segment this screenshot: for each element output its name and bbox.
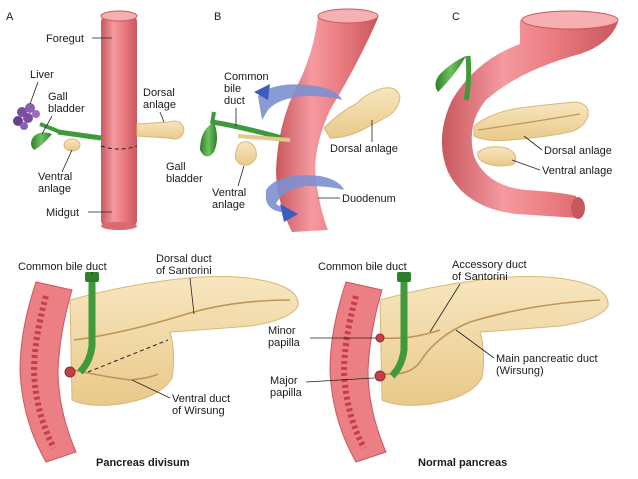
gall-bladder-b: [200, 122, 217, 157]
dorsal-duct-divisum: [73, 299, 291, 341]
main-duct-normal-label-1: Main pancreatic duct: [496, 353, 598, 365]
bile-duct-a: [57, 129, 102, 141]
major-papilla-divisum: [64, 366, 76, 378]
common-bile-duct-b-label-3: duct: [224, 95, 245, 107]
ventral-anlage-b-label-1: Ventral: [212, 187, 246, 199]
gall-bladder-c: [435, 56, 466, 92]
ventral-anlage-b-label-2: anlage: [212, 199, 245, 211]
gall-bladder-a-label-2: bladder: [48, 103, 85, 115]
dorsal-anlage-a-label-2: anlage: [143, 99, 176, 111]
dorsal-duct-divisum-label-1: Dorsal duct: [156, 253, 212, 265]
accessory-duct-normal-label-2: of Santorini: [452, 271, 508, 283]
gall-bladder-b-label-1: Gall: [166, 161, 186, 173]
common-bile-duct-normal-cap: [397, 272, 411, 282]
duodenum-c-end: [571, 197, 585, 219]
duodenum-c-top: [521, 10, 619, 30]
gut-tube-a-bottom: [101, 222, 137, 230]
ventral-anlage-c-label: Ventral anlage: [542, 165, 612, 177]
panel-b-letter: B: [214, 11, 221, 23]
normal-pancreas-panel: Common bile duct Accessory duct of Santo…: [268, 259, 609, 469]
pancreas-divisum-panel: Common bile duct Dorsal duct of Santorin…: [18, 253, 299, 469]
pancreas-body-normal: [379, 275, 609, 406]
common-bile-duct-divisum: [77, 280, 96, 375]
major-papilla-label-2: papilla: [270, 387, 303, 399]
bile-duct-a-branch: [39, 122, 61, 134]
main-duct-normal-label-2: (Wirsung): [496, 365, 544, 377]
divisum-separation: [87, 339, 169, 373]
common-bile-duct-divisum-label: Common bile duct: [18, 261, 107, 273]
ventral-anlage-a-label-1: Ventral: [38, 171, 72, 183]
ventral-anlage-a: [63, 138, 81, 152]
duodenum-mucosa-divisum: [30, 295, 57, 450]
rotation-arrow-upper: [258, 84, 342, 120]
dorsal-anlage-a-label-1: Dorsal: [143, 87, 175, 99]
foregut-midgut-boundary: [100, 145, 138, 150]
common-bile-duct-divisum-cap: [85, 272, 99, 282]
gall-bladder-a: [31, 132, 52, 150]
minor-papilla-label-1: Minor: [268, 325, 296, 337]
dorsal-anlage-c-label: Dorsal anlage: [544, 145, 612, 157]
panel-b: B Common bile duct Dorsal anlage Gall bl…: [166, 8, 401, 232]
gut-tube-b-top: [317, 8, 379, 24]
gall-bladder-b-label-2: bladder: [166, 173, 203, 185]
rotation-arrow-lower: [266, 175, 344, 213]
midgut-label: Midgut: [46, 207, 79, 219]
common-bile-duct-normal: [389, 280, 408, 379]
duodenum-c: [441, 15, 618, 219]
rotation-arrow-lower-head: [280, 204, 298, 222]
main-duct-normal: [383, 299, 601, 376]
foregut-label: Foregut: [46, 33, 84, 45]
liver-bud: [13, 103, 40, 130]
normal-pancreas-caption: Normal pancreas: [418, 457, 507, 469]
dorsal-anlage-c: [473, 101, 589, 141]
duodenum-label: Duodenum: [342, 193, 396, 205]
bile-duct-c: [463, 55, 472, 101]
common-bile-duct-normal-label: Common bile duct: [318, 261, 407, 273]
panel-c: C Dorsal anlage Ventral anlage: [435, 10, 619, 219]
pancreas-body-divisum: [69, 275, 299, 406]
dorsal-duct-divisum-label-2: of Santorini: [156, 265, 212, 277]
ventral-duct-divisum-label-2: of Wirsung: [172, 405, 225, 417]
common-bile-duct-b-label-2: bile: [224, 83, 241, 95]
liver-label: Liver: [30, 69, 54, 81]
ventral-anlage-a-label-2: anlage: [38, 183, 71, 195]
dorsal-anlage-a: [136, 120, 185, 140]
accessory-duct-normal-label-1: Accessory duct: [452, 259, 527, 271]
bile-duct-b: [211, 119, 283, 141]
gut-tube-a-top: [100, 10, 138, 22]
rotation-arrow-upper-head: [254, 84, 270, 100]
accessory-duct-normal: [381, 329, 441, 340]
dorsal-anlage-b: [323, 87, 401, 139]
duodenum-wall-divisum: [19, 281, 77, 463]
duodenum-mucosa-normal: [340, 295, 367, 450]
pancreas-divisum-caption: Pancreas divisum: [96, 457, 190, 469]
duct-b: [237, 134, 291, 142]
ventral-anlage-b: [235, 141, 257, 166]
panel-c-letter: C: [452, 11, 460, 23]
dorsal-anlage-b-label: Dorsal anlage: [330, 143, 398, 155]
panel-a: A Foregut Liver Gall bladder Dorsal anla…: [6, 10, 185, 230]
minor-papilla-label-2: papilla: [268, 337, 301, 349]
bile-duct-b-top: [210, 111, 216, 125]
ventral-duct-divisum: [73, 369, 159, 381]
duodenum-wall-normal: [329, 281, 387, 463]
common-bile-duct-b-label-1: Common: [224, 71, 269, 83]
panel-a-letter: A: [6, 11, 14, 23]
major-papilla-label-1: Major: [270, 375, 298, 387]
major-papilla-normal: [374, 370, 386, 382]
ventral-duct-divisum-label-1: Ventral duct: [172, 393, 230, 405]
gut-tube-a: [101, 14, 137, 228]
dorsal-duct-c: [477, 113, 581, 131]
ventral-anlage-c: [477, 146, 517, 167]
minor-papilla-normal: [375, 333, 385, 343]
gall-bladder-a-label-1: Gall: [48, 91, 68, 103]
